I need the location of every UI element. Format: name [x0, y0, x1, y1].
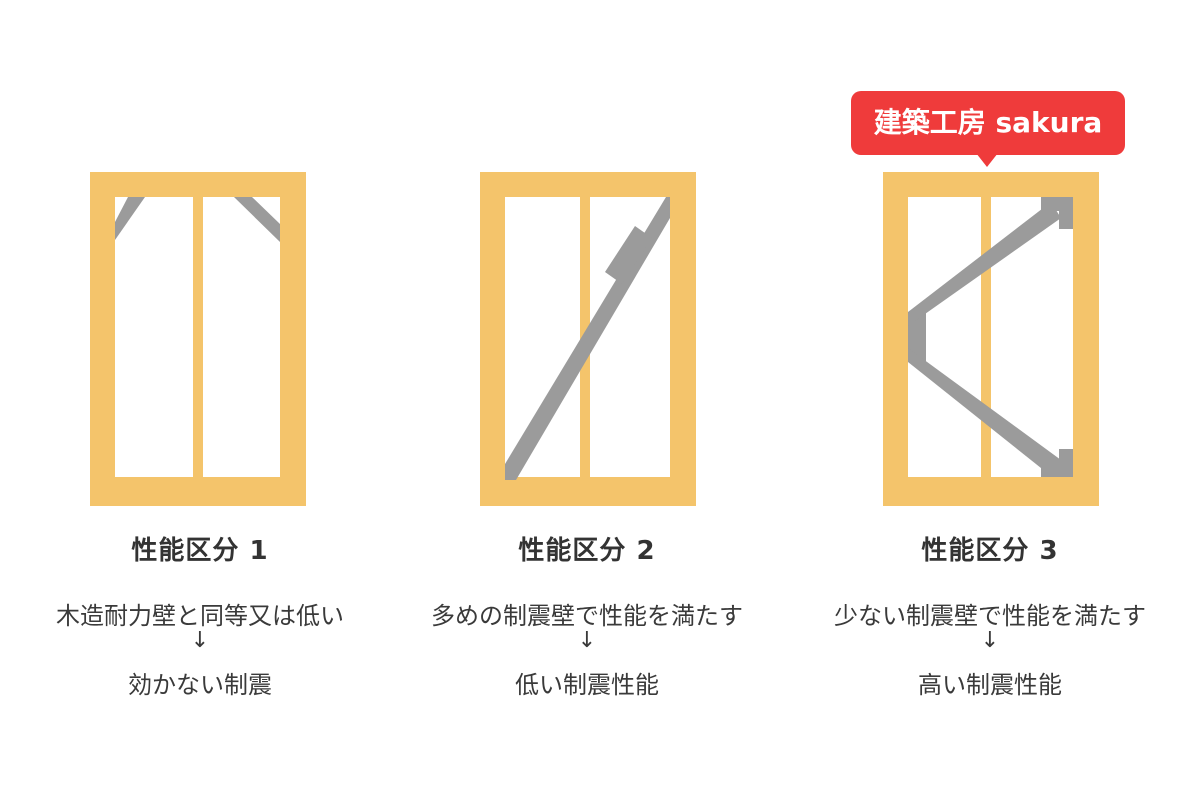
panel-title: 性能区分 2: [518, 536, 656, 566]
upper-bracket: [1041, 197, 1073, 229]
down-arrow-icon: ↓: [577, 628, 597, 653]
panel-class-2: 性能区分 2 多めの制震壁で性能を満たす ↓ 低い制震性能: [387, 0, 787, 800]
wall-frame-diagram-2: [480, 172, 696, 506]
panel-class-1: 性能区分 1 木造耐力壁と同等又は低い ↓ 効かない制震: [0, 0, 400, 800]
wall-frame-diagram-3: [883, 172, 1099, 506]
panel-description: 多めの制震壁で性能を満たす: [431, 602, 743, 630]
panel-description: 少ない制震壁で性能を満たす: [834, 602, 1146, 630]
panel-title: 性能区分 3: [921, 536, 1059, 566]
badge-pointer: [976, 153, 998, 167]
wall-frame-diagram-1: [90, 172, 306, 506]
panel-class-3: 性能区分 3 少ない制震壁で性能を満たす ↓ 高い制震性能: [790, 0, 1190, 800]
wall-frame: [883, 172, 1099, 506]
wall-frame: [90, 172, 306, 506]
panel-result: 低い制震性能: [515, 671, 659, 699]
panel-result: 高い制震性能: [918, 671, 1062, 699]
corner-brace-right: [234, 197, 280, 242]
lower-brace: [908, 348, 1061, 476]
brand-badge: 建築工房 sakura: [851, 91, 1125, 155]
down-arrow-icon: ↓: [190, 628, 210, 653]
panel-result: 効かない制震: [128, 671, 272, 699]
corner-brace-left: [115, 197, 145, 240]
upper-brace: [908, 202, 1061, 326]
down-arrow-icon: ↓: [980, 628, 1000, 653]
damper-unit: [605, 226, 652, 284]
panel-description: 木造耐力壁と同等又は低い: [56, 602, 344, 630]
lower-bracket: [1041, 449, 1073, 477]
damper-hub: [908, 312, 926, 362]
panel-title: 性能区分 1: [131, 536, 269, 566]
